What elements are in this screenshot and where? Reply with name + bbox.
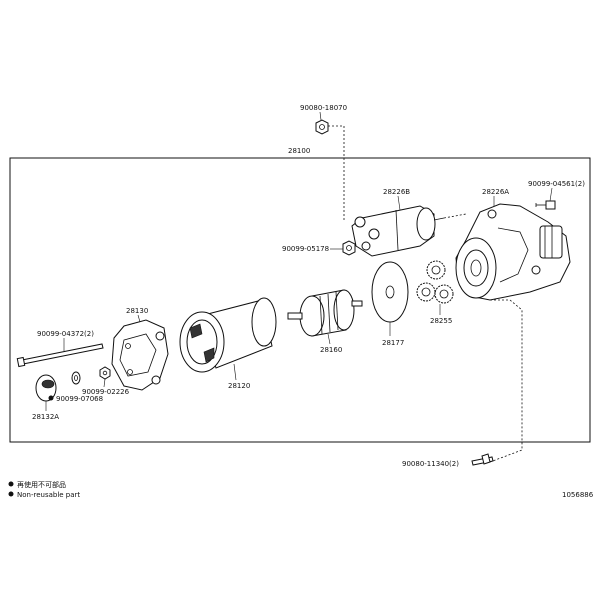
cap-part [35, 374, 57, 402]
gear-part [416, 260, 454, 304]
label-gear: 28255 [430, 317, 452, 325]
label-through-bolt: 90099-04372(2) [37, 330, 94, 338]
label-assembly: 28100 [288, 147, 310, 155]
solenoid-part [351, 205, 445, 257]
legend-item-2: Non-reusable part [17, 491, 80, 499]
label-washer: 90099-02226 [82, 388, 130, 396]
non-reusable-marker [48, 395, 54, 401]
legend-bullet-1 [8, 481, 14, 487]
label-nut-mid: 90099-05178 [282, 245, 329, 253]
label-yoke: 28120 [228, 382, 250, 390]
armature-part [287, 289, 363, 337]
screw-right-part [535, 200, 556, 210]
label-cap: 28132A [32, 413, 59, 421]
label-mount-bolt: 90080-11340(2) [402, 460, 459, 468]
assembly-frame [9, 157, 591, 443]
washer-part [99, 366, 111, 380]
brush-holder-part [111, 319, 169, 391]
diagram-id: 1056886 [562, 491, 594, 499]
nut-mid-part [342, 240, 356, 256]
plate-part [371, 261, 409, 323]
label-screw-right: 90099-04561(2) [528, 180, 585, 188]
label-ring: 90099-07068 [56, 395, 103, 403]
end-frame-part [455, 203, 571, 301]
label-bolt-top: 90080-18070 [300, 104, 347, 112]
label-armature: 28160 [320, 346, 342, 354]
yoke-part [179, 297, 277, 373]
ring-part [71, 371, 81, 385]
label-solenoid: 28226B [383, 188, 410, 196]
label-end-frame: 28226A [482, 188, 509, 196]
through-bolt-part [16, 343, 104, 368]
mount-bolt-part [471, 453, 494, 466]
label-plate: 28177 [382, 339, 404, 347]
legend-item-1: 再使用不可部品 [17, 480, 66, 489]
label-brush-holder: 28130 [126, 307, 148, 315]
legend-bullet-2 [8, 491, 14, 497]
bolt-top-part [315, 119, 329, 135]
